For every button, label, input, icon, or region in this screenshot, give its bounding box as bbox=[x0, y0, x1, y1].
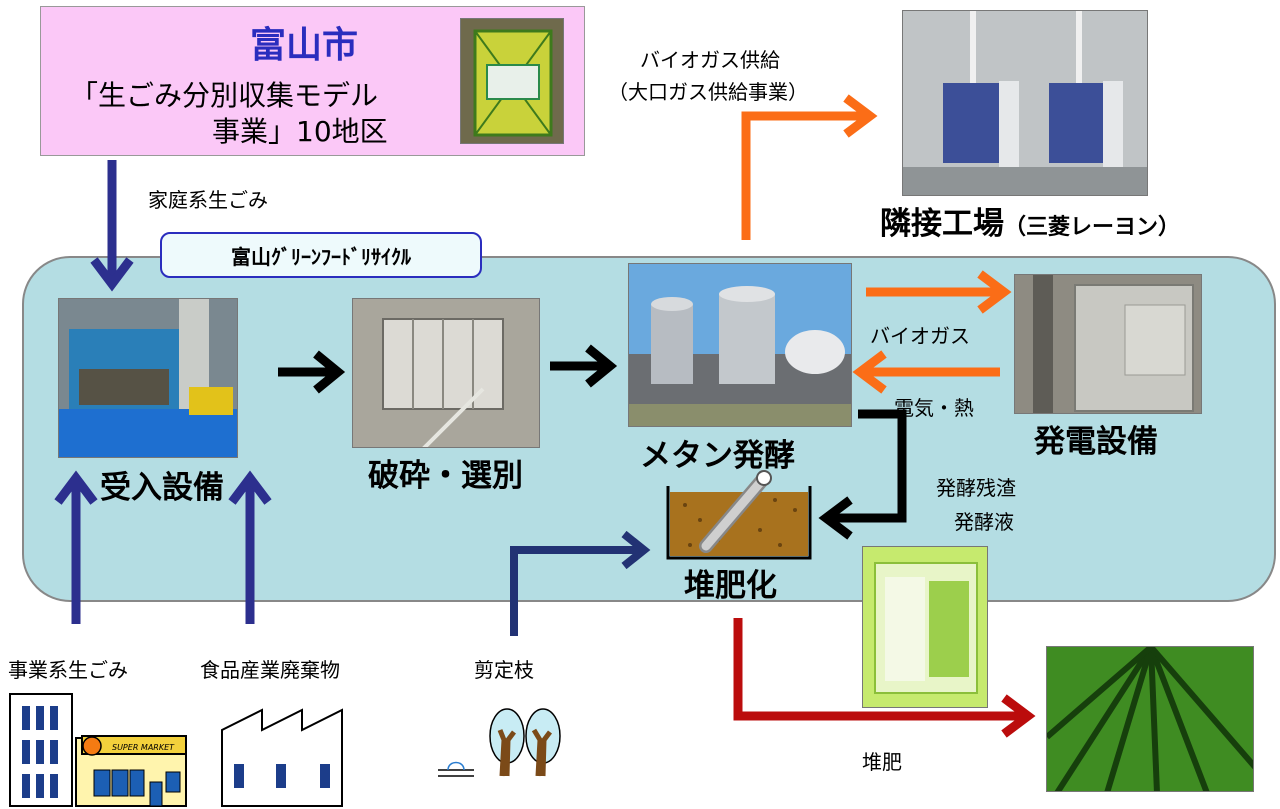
stage-power-label: 発電設備 bbox=[1034, 424, 1158, 460]
food-industry-arrow bbox=[228, 470, 272, 624]
power-heat-arrow bbox=[852, 350, 1000, 394]
farm-field-drawing bbox=[1047, 647, 1253, 791]
compost-tank-wall bbox=[666, 486, 812, 560]
power-generator-image bbox=[1014, 274, 1202, 414]
methane-plant-drawing bbox=[629, 264, 851, 426]
household-waste-label: 家庭系生ごみ bbox=[148, 188, 268, 212]
food-industry-waste-label: 食品産業廃棄物 bbox=[200, 658, 340, 682]
factory-boiler-drawing bbox=[903, 11, 1147, 195]
collection-bin-drawing bbox=[473, 29, 553, 137]
crushing-to-methane-arrow bbox=[550, 344, 618, 388]
stage-compost-label: 堆肥化 bbox=[684, 568, 777, 604]
pruning-arrow bbox=[510, 530, 651, 636]
factory-icon bbox=[221, 708, 343, 807]
household-arrow bbox=[90, 160, 134, 292]
residue-label-1: 発酵残渣 bbox=[936, 476, 1016, 500]
crushing-facility-drawing bbox=[353, 299, 539, 447]
project-title-line2: 事業」10地区 bbox=[212, 115, 388, 148]
power-generator-drawing bbox=[1015, 275, 1201, 413]
biogas-label: バイオガス bbox=[870, 324, 970, 348]
crushing-facility-image bbox=[352, 298, 540, 448]
pruning-label: 剪定枝 bbox=[474, 658, 534, 682]
power-heat-label: 電気・熱 bbox=[894, 396, 974, 420]
stage-methane-label: メタン発酵 bbox=[640, 438, 795, 474]
receiving-facility-drawing bbox=[59, 299, 237, 457]
plant-name-label: 富山ｸﾞﾘｰﾝﾌｰﾄﾞﾘｻｲｸﾙ bbox=[160, 232, 482, 278]
stage-receiving-label: 受入設備 bbox=[100, 470, 224, 506]
project-title-line1: 「生ごみ分別収集モデル bbox=[70, 79, 379, 112]
farm-field-image bbox=[1046, 646, 1254, 792]
trees-icon bbox=[489, 708, 561, 777]
methane-plant-image bbox=[628, 263, 852, 427]
factory-boiler-image bbox=[902, 10, 1148, 196]
stage-crushing-label: 破砕・選別 bbox=[368, 458, 523, 494]
stirrer-pivot bbox=[756, 470, 772, 486]
receiving-facility-image bbox=[58, 298, 238, 458]
business-waste-label: 事業系生ごみ bbox=[8, 658, 128, 682]
city-title: 富山市 bbox=[250, 25, 359, 66]
compost-bag-drawing bbox=[863, 547, 987, 707]
supermarket-sign: SUPER MARKET bbox=[112, 743, 175, 752]
compost-out-arrow bbox=[733, 618, 1036, 738]
business-waste-arrow bbox=[54, 470, 98, 624]
stage-factory-label: 隣接工場（三菱レーヨン） bbox=[880, 198, 1180, 243]
biogas-supply-label-2: （大口ガス供給事業） bbox=[608, 80, 808, 104]
biogas-to-power-arrow bbox=[866, 270, 1012, 314]
methane-to-compost-arrow bbox=[818, 409, 907, 540]
factory-name: 隣接工場 bbox=[880, 206, 1004, 242]
residue-label-2: 発酵液 bbox=[954, 510, 1014, 534]
pruning-branch-icon bbox=[438, 761, 474, 777]
compost-bag-image bbox=[862, 546, 988, 708]
compost-output-label: 堆肥 bbox=[862, 750, 902, 774]
factory-note: （三菱レーヨン） bbox=[1004, 215, 1181, 240]
collection-bin-image bbox=[460, 18, 564, 144]
receiving-to-crushing-arrow bbox=[278, 350, 346, 394]
supermarket-icon bbox=[75, 735, 187, 807]
biogas-supply-arrow bbox=[741, 94, 878, 240]
office-building-icon bbox=[9, 693, 73, 807]
biogas-supply-label-1: バイオガス供給 bbox=[640, 48, 780, 72]
